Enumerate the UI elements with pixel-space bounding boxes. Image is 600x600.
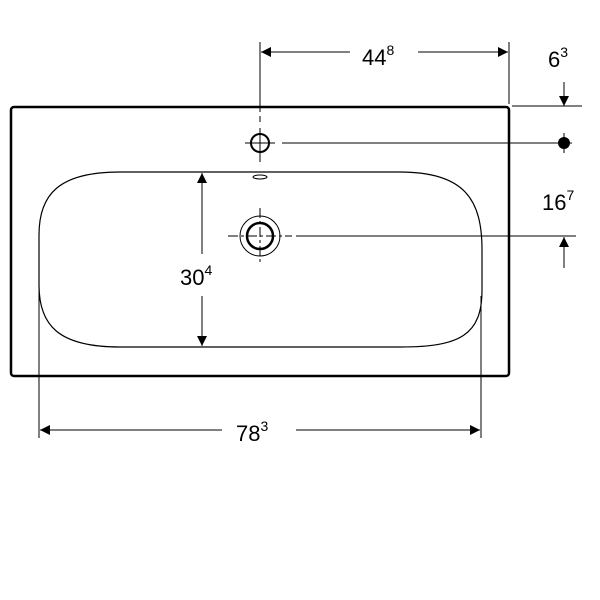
- bowl-outline: [38, 171, 483, 348]
- dimension-drain-to-tap: 167: [542, 187, 574, 215]
- dimension-tap-offset: 448: [362, 42, 394, 70]
- dimension-top-edge: 63: [548, 44, 568, 72]
- dimension-bowl-width: 783: [236, 418, 268, 446]
- overflow-icon: [252, 174, 268, 180]
- dimension-bowl-depth: 304: [180, 262, 212, 290]
- reference-point-icon: [558, 137, 570, 149]
